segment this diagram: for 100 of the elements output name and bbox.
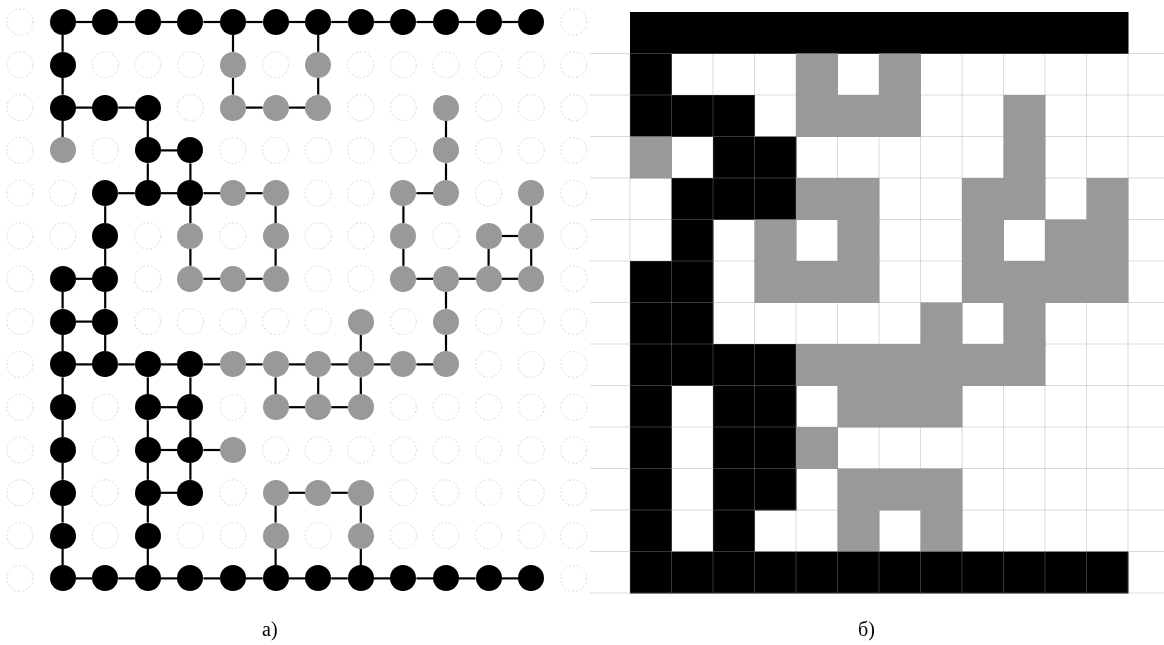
lattice-site-node [433, 9, 459, 35]
lattice-site-node [305, 51, 332, 78]
lattice-site-node [262, 94, 289, 121]
lattice-site-node [390, 565, 417, 592]
lattice-site-node [177, 351, 204, 378]
lattice-site-node [390, 223, 417, 249]
lattice-site-node [134, 9, 161, 35]
lattice-site-node [262, 351, 289, 378]
lattice-site-node [220, 265, 246, 292]
lattice-site-node [347, 565, 374, 592]
connector-line [75, 363, 93, 366]
lattice-site-node [49, 565, 76, 592]
lattice-site-node [177, 223, 204, 249]
connector-line [160, 363, 178, 366]
connector-line [246, 106, 263, 109]
lattice-site-node [262, 479, 289, 506]
lattice-site-node [220, 180, 246, 207]
connector-line [118, 363, 135, 366]
lattice-site-node [433, 565, 459, 592]
connector-line [203, 577, 220, 580]
lattice-site-node [305, 565, 332, 592]
connector-line [189, 249, 192, 266]
lattice-site-node [390, 180, 417, 207]
lattice-site-node [262, 223, 289, 249]
lattice-site-node [220, 94, 246, 121]
lattice-site-node [49, 137, 76, 164]
lattice-site-node [305, 479, 332, 506]
connector-line [487, 249, 490, 266]
connector-line [104, 249, 107, 266]
connector-line [61, 291, 64, 309]
connector-line [444, 163, 448, 181]
lattice-site-node [177, 565, 204, 592]
lattice-site-node [262, 9, 289, 35]
connector-line [189, 206, 192, 223]
lattice-site-node [220, 9, 246, 35]
connector-line [104, 206, 107, 223]
lattice-site-node [49, 437, 76, 463]
lattice-site-node [433, 351, 459, 378]
connector-line [416, 192, 433, 195]
connector-line [61, 35, 64, 52]
connector-line [317, 77, 320, 95]
lattice-site-node [305, 94, 332, 121]
lattice-site-node [475, 223, 502, 249]
lattice-site-node [347, 394, 374, 421]
lattice-site-node [518, 9, 545, 35]
lattice-site-node [305, 9, 332, 35]
connector-line [274, 206, 277, 223]
lattice-site-node [177, 137, 204, 164]
connector-line [402, 206, 405, 223]
lattice-site-node [390, 9, 417, 35]
lattice-site-node [92, 223, 119, 249]
connector-line [61, 463, 64, 480]
lattice-site-node [177, 479, 204, 506]
lattice-site-node [49, 308, 76, 335]
lattice-site-node [433, 180, 459, 207]
connector-line [160, 577, 178, 580]
lattice-site-node [134, 479, 161, 506]
connector-line [459, 20, 476, 24]
lattice-site-node [92, 9, 119, 35]
lattice-site-node [220, 437, 246, 463]
lattice-site-node [433, 265, 459, 292]
connector-line [146, 163, 149, 181]
connector-line [444, 291, 448, 309]
lattice-site-node [433, 94, 459, 121]
connector-line [274, 249, 277, 266]
lattice-site-node [518, 265, 545, 292]
lattice-site-node [262, 394, 289, 421]
lattice-site-node [390, 265, 417, 292]
lattice-site-node [347, 9, 374, 35]
connector-line [288, 363, 306, 366]
connector-line [317, 377, 320, 395]
connector-line [373, 577, 391, 580]
lattice-site-node [49, 265, 76, 292]
panel-label: б) [858, 618, 875, 641]
connector-line [231, 35, 235, 52]
lattice-site-node [49, 522, 76, 549]
lattice-site-node [475, 565, 502, 592]
connector-line [189, 163, 192, 181]
connector-line [61, 505, 64, 523]
connector-line [246, 577, 263, 580]
connector-line [118, 577, 135, 580]
lattice-site-node [134, 522, 161, 549]
lattice-site-node [433, 308, 459, 335]
connector-line [61, 77, 64, 95]
connector-line [203, 192, 220, 195]
connector-line [146, 377, 149, 395]
panel-label: а) [262, 618, 278, 641]
lattice-site-node [475, 9, 502, 35]
connector-line [359, 505, 362, 523]
connector-line [246, 277, 263, 280]
connector-line [118, 20, 135, 24]
connector-line [118, 192, 135, 195]
lattice-site-node [177, 265, 204, 292]
lattice-site-node [305, 351, 332, 378]
lattice-site-node [92, 94, 119, 121]
lattice-site-node [177, 394, 204, 421]
lattice-site-node [475, 265, 502, 292]
connector-line [61, 420, 64, 437]
connector-line [146, 463, 149, 480]
connector-line [246, 20, 263, 24]
